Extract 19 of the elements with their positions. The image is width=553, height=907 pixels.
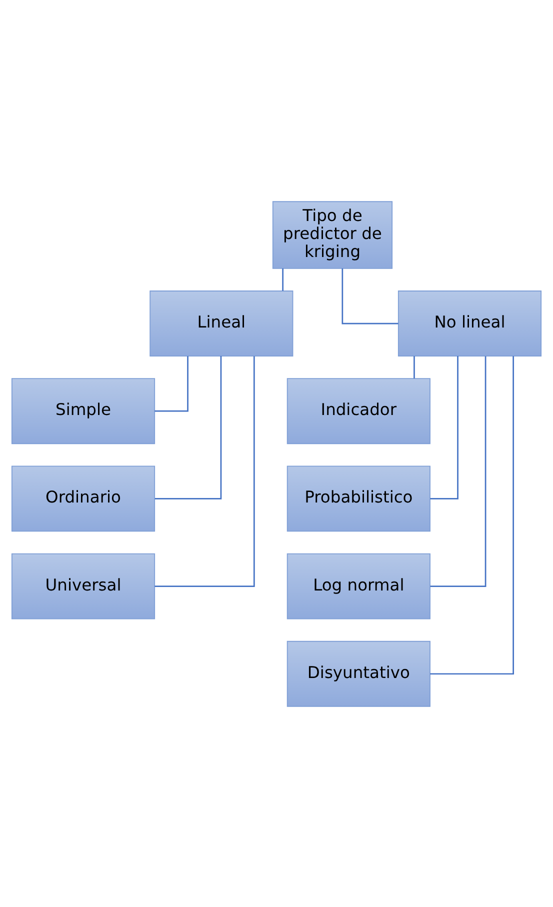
node-box: Tipo de predictor de kriging — [272, 200, 393, 268]
node-box: Indicador — [286, 378, 430, 444]
connector — [154, 356, 188, 412]
node-box: Lineal — [150, 290, 294, 356]
node-box: Simple — [11, 378, 156, 444]
node-box: Universal — [11, 552, 156, 619]
connector — [154, 356, 222, 499]
node-box: Ordinario — [11, 465, 156, 532]
node-box: Probabilistico — [286, 465, 430, 532]
connector — [430, 356, 458, 499]
connector — [414, 356, 415, 378]
node-box: Disyuntativo — [286, 640, 430, 706]
connector — [154, 356, 255, 586]
connector — [282, 268, 284, 290]
node-box: Log normal — [286, 552, 430, 619]
node-box: No lineal — [398, 290, 542, 356]
connector — [430, 356, 514, 674]
connector — [342, 268, 398, 324]
connector — [430, 356, 486, 586]
